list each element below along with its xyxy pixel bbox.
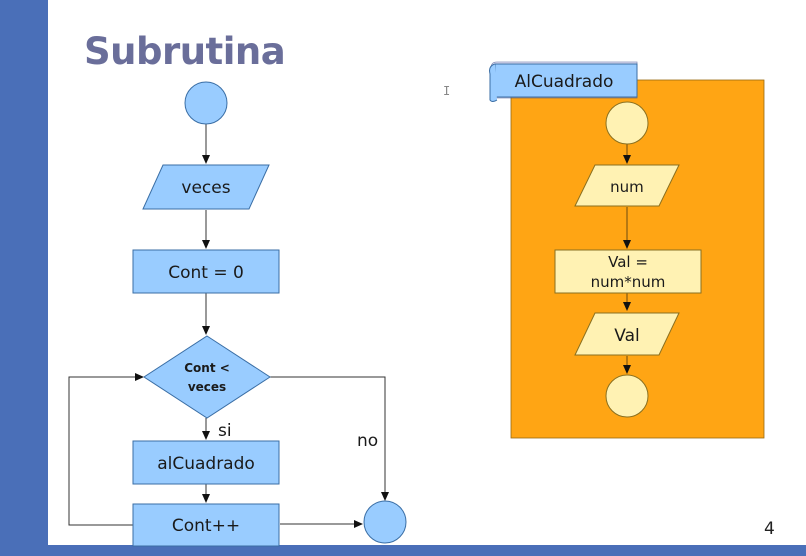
decision-label-line2: veces bbox=[188, 380, 226, 394]
subroutine-title-scroll bbox=[489, 61, 638, 102]
sub-end-terminal bbox=[605, 374, 649, 418]
subroutine-panel: AlCuadrado num Val = num*num Val bbox=[489, 61, 765, 439]
increment-process-shape bbox=[132, 503, 280, 547]
end-terminal bbox=[363, 500, 407, 544]
sub-output-label: Val bbox=[614, 326, 639, 346]
connector-loop-back bbox=[68, 373, 144, 526]
slide-frame-left bbox=[0, 0, 48, 556]
connector-decision-no bbox=[270, 376, 389, 501]
yes-branch-label: si bbox=[218, 421, 232, 441]
input-veces-label: veces bbox=[181, 178, 230, 198]
sub-input-label: num bbox=[610, 178, 644, 196]
sub-input-shape bbox=[574, 164, 680, 207]
sub-start-terminal bbox=[605, 101, 649, 145]
text-cursor-icon: I bbox=[443, 84, 451, 98]
slide-frame-bottom bbox=[0, 545, 806, 556]
sub-process-label-line2: num*num bbox=[591, 273, 666, 291]
sub-output-shape bbox=[574, 312, 680, 356]
subroutine-title-label: AlCuadrado bbox=[515, 72, 614, 92]
increment-process-label: Cont++ bbox=[172, 516, 240, 536]
init-process-shape bbox=[132, 249, 280, 294]
sub-process-shape bbox=[554, 249, 702, 294]
start-terminal bbox=[184, 81, 228, 125]
page-number: 4 bbox=[764, 519, 775, 539]
call-subroutine-shape bbox=[132, 440, 280, 485]
init-process-label: Cont = 0 bbox=[168, 263, 244, 283]
no-branch-label: no bbox=[357, 431, 378, 451]
slide-title: Subrutina bbox=[84, 30, 286, 73]
call-subroutine-label: alCuadrado bbox=[157, 454, 255, 474]
main-flowchart: veces Cont = 0 Cont < veces si no alCuad… bbox=[68, 81, 407, 547]
sub-process-label-line1: Val = bbox=[608, 253, 648, 271]
input-veces-shape bbox=[142, 164, 270, 210]
decision-shape bbox=[143, 335, 271, 419]
decision-label-line1: Cont < bbox=[184, 361, 230, 375]
